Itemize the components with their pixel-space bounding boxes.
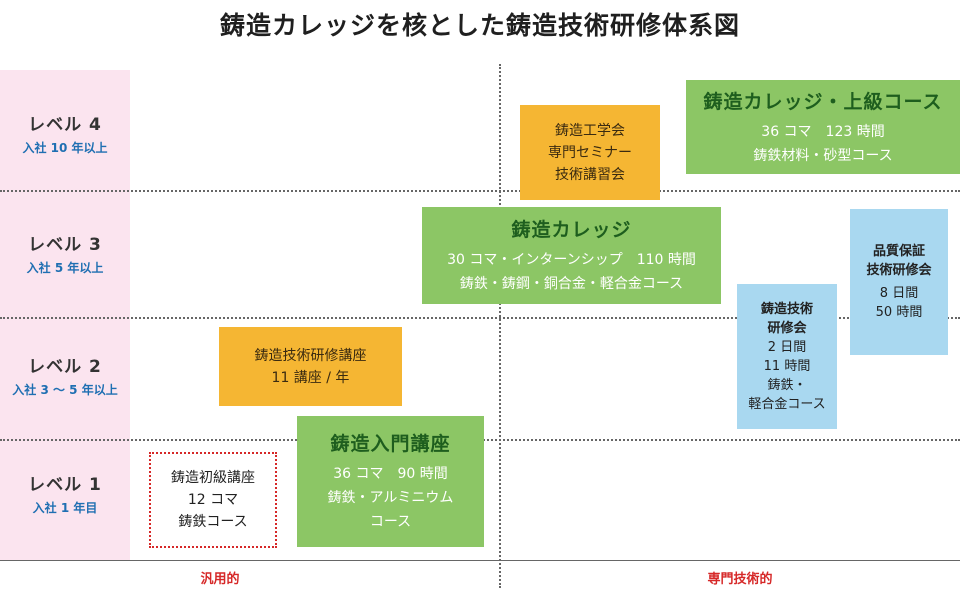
box-heading: 鋳造カレッジ — [511, 219, 632, 241]
box-heading: 鋳造カレッジ・上級コース — [703, 90, 943, 113]
box-heading: 鋳造技術 — [760, 301, 813, 317]
box-line: 鋳鉄・アルミニウム — [327, 490, 454, 506]
box-line: 36 コマ 90 時間 — [333, 466, 448, 482]
axis-general-label: 汎用的 — [200, 572, 240, 587]
box-line: 12 コマ — [187, 492, 239, 508]
axis-specialized-label: 専門技術的 — [707, 572, 773, 587]
engineering-society-box: 鋳造工学会 専門セミナー 技術講習会 — [520, 105, 660, 200]
box-heading: 技術研修会 — [866, 263, 932, 278]
intro-course-box: 鋳造入門講座 36 コマ 90 時間 鋳鉄・アルミニウム コース — [297, 416, 484, 547]
box-line: 鋳鉄・鋳鋼・銅合金・軽合金コース — [459, 276, 684, 292]
box-line: 鋳造工学会 — [555, 122, 625, 139]
quality-assurance-box: 品質保証 技術研修会 8 日間 50 時間 — [850, 209, 948, 355]
level-band — [0, 70, 130, 560]
box-line: 鋳造技術研修講座 — [254, 347, 367, 364]
level-3-label: レベル 3 入社 5 年以上 — [0, 230, 130, 276]
casting-college-box: 鋳造カレッジ 30 コマ・インターンシップ 110 時間 鋳鉄・鋳鋼・銅合金・軽… — [422, 207, 721, 304]
level-4-label: レベル 4 入社 10 年以上 — [0, 110, 130, 156]
axis-baseline — [0, 560, 960, 561]
box-heading: 品質保証 — [872, 244, 925, 259]
basic-course-box: 鋳造初級講座 12 コマ 鋳鉄コース — [149, 452, 277, 548]
diagram-title: 鋳造カレッジを核とした鋳造技術研修体系図 — [219, 11, 740, 40]
level-divider — [0, 190, 960, 192]
box-line: 36 コマ 123 時間 — [761, 123, 885, 140]
box-line: 鋳鉄・ — [767, 377, 807, 393]
box-line: 鋳鉄材料・砂型コース — [753, 147, 893, 164]
level-years: 入社 3 ～ 5 年以上 — [12, 383, 118, 397]
level-years: 入社 10 年以上 — [22, 141, 108, 155]
box-line: 鋳鉄コース — [178, 514, 248, 530]
technical-lecture-box: 鋳造技術研修講座 11 講座 / 年 — [219, 327, 402, 406]
box-heading: 鋳造入門講座 — [330, 433, 451, 455]
level-name: レベル 3 — [28, 235, 102, 255]
advanced-course-box: 鋳造カレッジ・上級コース 36 コマ 123 時間 鋳鉄材料・砂型コース — [686, 80, 960, 174]
box-line: 11 講座 / 年 — [271, 369, 350, 386]
level-2-label: レベル 2 入社 3 ～ 5 年以上 — [0, 352, 130, 398]
box-line: コース — [369, 514, 412, 530]
level-name: レベル 1 — [28, 475, 102, 495]
box-line: 11 時間 — [763, 358, 811, 374]
box-line: 30 コマ・インターンシップ 110 時間 — [447, 252, 696, 268]
box-line: 8 日間 — [879, 286, 919, 301]
box-line: 専門セミナー — [548, 144, 632, 161]
level-name: レベル 2 — [28, 357, 102, 377]
technical-training-box: 鋳造技術 研修会 2 日間 11 時間 鋳鉄・ 軽合金コース — [737, 284, 837, 429]
box-heading: 研修会 — [767, 320, 807, 336]
level-years: 入社 5 年以上 — [26, 261, 104, 275]
box-line: 技術講習会 — [555, 166, 625, 183]
box-line: 2 日間 — [767, 339, 807, 355]
box-line: 鋳造初級講座 — [171, 470, 255, 486]
level-name: レベル 4 — [28, 115, 102, 135]
level-years: 入社 1 年目 — [32, 501, 98, 515]
box-line: 50 時間 — [875, 305, 923, 320]
box-line: 軽合金コース — [748, 396, 826, 412]
level-1-label: レベル 1 入社 1 年目 — [0, 470, 130, 516]
level-divider — [0, 317, 960, 319]
axis-divider — [499, 64, 501, 588]
